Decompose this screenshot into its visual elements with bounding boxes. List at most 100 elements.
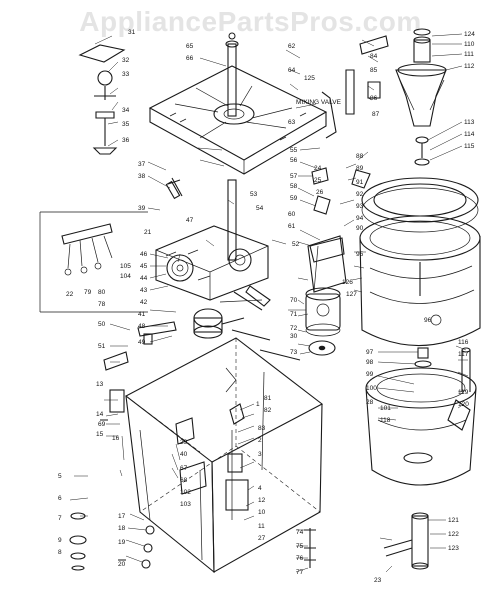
callout: 111 [464, 51, 474, 58]
callout: 41 [138, 311, 146, 318]
callout: 23 [374, 577, 382, 584]
callout: 59 [290, 195, 298, 202]
callout: 31 [128, 29, 136, 36]
callout: 66 [186, 55, 194, 62]
tub-bearing-parts [414, 347, 432, 368]
callout: 38 [138, 173, 146, 180]
callout: MIXING VALVE [296, 99, 342, 106]
callout: 69 [98, 421, 106, 428]
callout: 48 [138, 323, 146, 330]
callout: 110 [464, 41, 475, 48]
callout: 82 [264, 407, 272, 414]
callout: 57 [290, 173, 298, 180]
callout: 122 [448, 531, 459, 538]
callout: 105 [120, 263, 131, 270]
cabinet-corner-hardware [100, 333, 153, 561]
callout: 16 [112, 435, 120, 442]
callout: 93 [356, 203, 364, 210]
motor-bracket [307, 235, 347, 293]
callout: 92 [356, 191, 364, 198]
callout: 89 [356, 165, 364, 172]
callout: 53 [250, 191, 258, 198]
callout: 29 [180, 439, 188, 446]
callout: 65 [186, 43, 194, 50]
drain-pump-hose [383, 512, 429, 570]
callout: 97 [366, 349, 374, 356]
callout: 32 [122, 57, 130, 64]
callout: 112 [464, 63, 475, 70]
callout: 118 [380, 417, 391, 424]
callout: 30 [290, 333, 298, 340]
callout: 5 [58, 473, 62, 480]
callout: 9 [58, 537, 62, 544]
callout: 115 [464, 143, 475, 150]
callout: 11 [258, 523, 265, 530]
callout: 1 [256, 401, 260, 408]
callout: 91 [356, 179, 364, 186]
callout: 55 [290, 147, 298, 154]
callout: 74 [296, 529, 304, 536]
callout: 56 [290, 157, 298, 164]
callout: 120 [458, 401, 469, 408]
callout: 80 [98, 289, 106, 296]
callout: 58 [290, 183, 298, 190]
transmission-assembly [155, 179, 269, 301]
callout: 12 [258, 497, 266, 504]
callout: 64 [288, 67, 296, 74]
callout: 34 [122, 107, 130, 114]
callout: 24 [314, 165, 322, 172]
agitator-shaft-top [225, 32, 239, 117]
callout: 77 [296, 569, 304, 576]
callout: 8 [58, 549, 62, 556]
wire-harness-inset [61, 223, 113, 276]
callout: 39 [138, 205, 146, 212]
agitator-hardware [414, 136, 430, 166]
callout: 51 [98, 343, 106, 350]
tub-hose-pipe [461, 347, 471, 392]
callout: 125 [304, 75, 315, 82]
leveling-legs [69, 512, 316, 571]
callout: 79 [84, 289, 92, 296]
callout: 83 [258, 425, 266, 432]
callout: 94 [356, 215, 364, 222]
callout: 121 [448, 517, 459, 524]
callout: 45 [140, 263, 148, 270]
drive-belt [219, 285, 271, 307]
callout: 62 [288, 43, 296, 50]
callout: 72 [290, 325, 298, 332]
callout: 43 [140, 287, 148, 294]
callout: 119 [458, 389, 469, 396]
callout: 37 [138, 161, 146, 168]
callout: 114 [464, 131, 475, 138]
callout: 35 [122, 121, 130, 128]
callout: 36 [122, 137, 130, 144]
cabinet-frame [124, 337, 324, 574]
callout: 113 [464, 119, 475, 126]
callout: 87 [372, 111, 380, 118]
callout: 22 [66, 291, 74, 298]
callout: 6 [58, 495, 62, 502]
callout: 63 [288, 119, 296, 126]
callout: 98 [366, 359, 374, 366]
connector-lines [39, 211, 148, 313]
switches-right [311, 167, 371, 215]
callout: 49 [138, 339, 146, 346]
callout: 75 [296, 543, 304, 550]
callout: 70 [290, 297, 298, 304]
callout: 116 [458, 339, 469, 346]
agitator [395, 28, 447, 127]
callout: 88 [356, 153, 364, 160]
tub-ring [361, 177, 479, 233]
callout: 44 [140, 275, 148, 282]
link-rods [231, 291, 301, 361]
callout: 2 [258, 437, 262, 444]
callout: 85 [370, 67, 378, 74]
callout: 26 [316, 189, 324, 196]
callout: 21 [144, 229, 152, 236]
callout: 90 [356, 225, 364, 232]
callout: 14 [96, 411, 104, 418]
callout: 40 [180, 451, 188, 458]
outer-tub [365, 367, 477, 486]
callout: 103 [180, 501, 191, 508]
